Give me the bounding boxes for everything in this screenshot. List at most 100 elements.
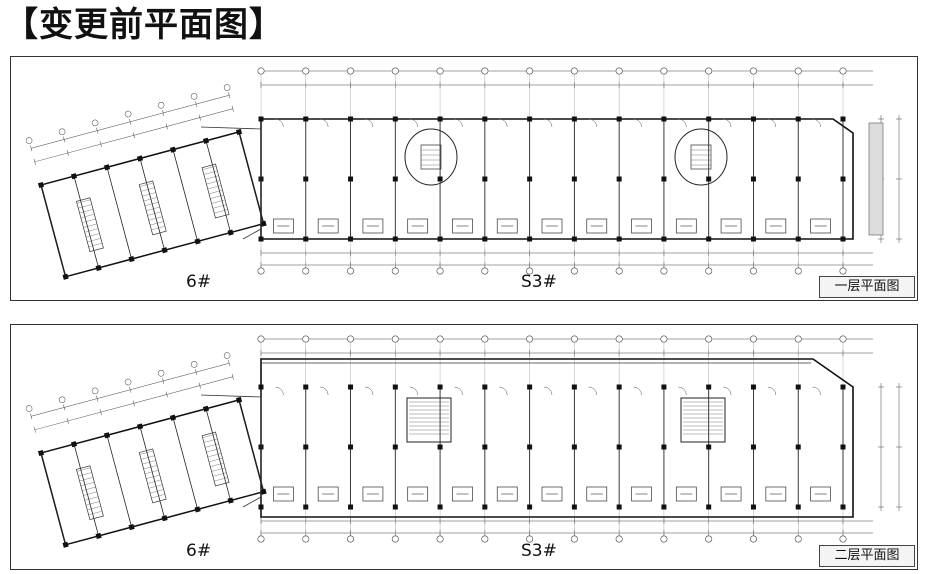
structural-column: [392, 116, 398, 122]
structural-column: [571, 236, 577, 242]
stair-tread: [78, 204, 92, 209]
stair-core: [406, 397, 452, 443]
structural-column: [437, 176, 443, 182]
structural-column: [571, 384, 577, 390]
stair-tread: [87, 238, 101, 243]
structural-column: [616, 384, 622, 390]
axis-bubble: [526, 67, 534, 75]
door-swing: [543, 386, 553, 396]
structural-column: [616, 176, 622, 182]
axis-bubble: [526, 267, 534, 275]
stair-tread: [87, 506, 101, 511]
door-swing: [409, 118, 418, 128]
structural-column: [750, 176, 756, 182]
axis-bubble: [257, 267, 265, 275]
axis-bubble: [570, 335, 578, 343]
structural-column: [795, 384, 801, 390]
structural-column: [571, 504, 577, 510]
stair-tread: [83, 223, 98, 228]
stair-tread: [85, 233, 100, 238]
dimension-tick: [96, 395, 99, 402]
stair-tread: [84, 496, 99, 501]
axis-bubble: [223, 84, 231, 91]
structural-column: [616, 444, 622, 450]
stair-tread: [143, 197, 158, 202]
axis-bubble: [570, 267, 578, 275]
axis-bubble: [157, 101, 165, 109]
stair-tread: [211, 199, 226, 204]
stair-tread: [214, 209, 228, 214]
door-swing: [543, 118, 553, 128]
axis-bubble: [839, 67, 847, 75]
dimension-tick: [165, 123, 168, 130]
structural-column: [750, 504, 756, 510]
structural-column: [795, 236, 801, 242]
axis-bubble: [391, 335, 399, 343]
stair-tread: [84, 228, 99, 233]
structural-column: [840, 384, 846, 390]
dimension-tick: [30, 145, 33, 152]
stair-tread: [211, 467, 226, 472]
structural-column: [103, 432, 111, 439]
axis-bubble: [794, 67, 802, 75]
axis-bubble: [615, 335, 623, 343]
stair-core: [138, 448, 167, 504]
stair-tread: [82, 218, 96, 223]
stair-core: [420, 144, 442, 170]
door-swing: [454, 118, 463, 128]
stair-tread: [205, 175, 219, 180]
structural-column: [95, 532, 102, 539]
axis-bubble: [839, 267, 847, 275]
structural-column: [227, 497, 234, 504]
structural-column: [95, 264, 102, 271]
stair-tread: [80, 482, 95, 486]
stair-core: [201, 431, 230, 487]
stair-tread: [140, 455, 155, 460]
structural-column: [303, 176, 309, 182]
structural-column: [62, 541, 69, 548]
structural-column: [235, 396, 243, 404]
structural-column: [527, 384, 533, 390]
dimension-tick: [99, 141, 102, 148]
structural-column: [348, 504, 354, 510]
stair-tread: [142, 460, 156, 465]
dimension-tick: [33, 426, 36, 433]
structural-column: [795, 444, 801, 450]
stair-tread: [82, 486, 96, 491]
axis-bubble: [839, 335, 847, 343]
structural-column: [303, 236, 309, 242]
structural-column: [482, 116, 488, 122]
structural-column: [202, 137, 210, 144]
structural-column: [661, 236, 667, 242]
stair-tread: [79, 209, 94, 214]
structural-column: [840, 236, 846, 242]
door-swing: [723, 118, 732, 128]
structural-column: [437, 504, 443, 510]
stair-tread: [148, 484, 163, 489]
axis-bubble: [391, 267, 399, 275]
stair-tread: [210, 462, 224, 467]
structural-column: [136, 423, 144, 430]
partition-wall: [73, 444, 99, 537]
axis-bubble: [749, 335, 757, 343]
axis-bubble: [705, 67, 713, 75]
door-swing: [499, 386, 508, 396]
structural-column: [235, 128, 243, 136]
structural-column: [437, 116, 443, 122]
partition-wall: [238, 131, 264, 224]
door-swing: [499, 118, 508, 128]
structural-column: [258, 384, 264, 390]
dimension-tick: [198, 382, 201, 389]
axis-bubble: [25, 405, 33, 412]
partition-wall: [205, 408, 231, 501]
dimension-tick: [63, 136, 66, 143]
stair-tread: [212, 204, 227, 209]
dimension-tick: [228, 360, 231, 367]
stair-tread: [207, 185, 222, 190]
stair-tread: [143, 465, 158, 470]
structural-column: [750, 236, 756, 242]
axis-bubble: [526, 335, 534, 343]
door-swing: [633, 118, 642, 128]
structural-column: [795, 176, 801, 182]
partition-wall: [139, 426, 165, 519]
